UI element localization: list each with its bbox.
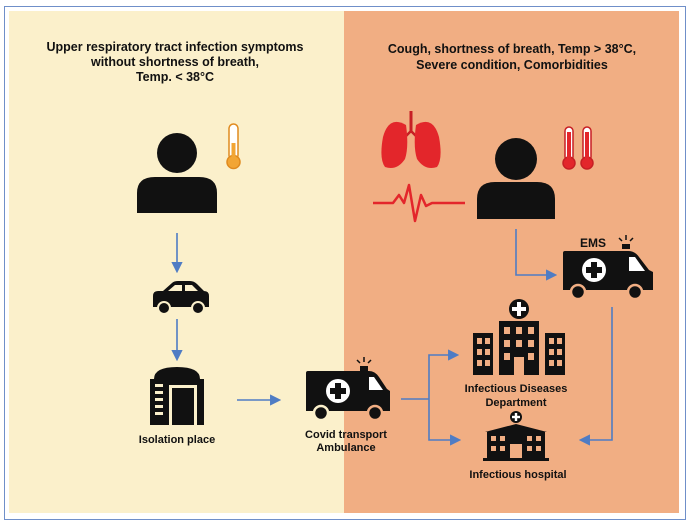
thermometer-icon bbox=[562, 126, 594, 170]
ems-label: EMS bbox=[580, 236, 606, 250]
dept-label-line1: Infectious Diseases bbox=[465, 383, 568, 395]
hospital-icon bbox=[483, 411, 549, 461]
arrow-ems-to-hospital bbox=[578, 307, 613, 446]
left-header-line3: Temp. < 38°C bbox=[136, 70, 214, 84]
branch-arrows bbox=[401, 349, 462, 446]
left-header-line2: without shortness of breath, bbox=[90, 55, 259, 69]
left-header-line1: Upper respiratory tract infection sympto… bbox=[46, 40, 303, 54]
triage-diagram: Upper respiratory tract infection sympto… bbox=[9, 11, 679, 513]
right-header-line2: Severe condition, Comorbidities bbox=[416, 58, 608, 72]
ambulance-label-line1: Covid transport bbox=[305, 429, 387, 441]
heartbeat-icon bbox=[373, 183, 465, 223]
ems-ambulance-icon bbox=[563, 235, 653, 301]
person-icon bbox=[137, 133, 217, 213]
dept-label-line2: Department bbox=[485, 397, 546, 409]
isolation-label: Isolation place bbox=[139, 434, 215, 446]
car-icon bbox=[153, 281, 209, 315]
lungs-icon bbox=[381, 111, 441, 168]
arrow-person-to-ems bbox=[515, 229, 558, 281]
person-icon bbox=[477, 138, 555, 219]
ambulance-label-line2: Ambulance bbox=[316, 442, 375, 454]
left-header: Upper respiratory tract infection sympto… bbox=[46, 40, 303, 84]
thermometer-icon bbox=[226, 123, 241, 170]
diagram-frame: Upper respiratory tract infection sympto… bbox=[4, 6, 686, 520]
isolation-building-icon bbox=[150, 367, 204, 425]
hospital-label: Infectious hospital bbox=[469, 469, 566, 481]
hospital-building-icon bbox=[473, 299, 565, 375]
right-header-line1: Cough, shortness of breath, Temp > 38°C, bbox=[388, 42, 636, 56]
right-header: Cough, shortness of breath, Temp > 38°C,… bbox=[388, 42, 636, 72]
ambulance-icon bbox=[306, 357, 390, 422]
